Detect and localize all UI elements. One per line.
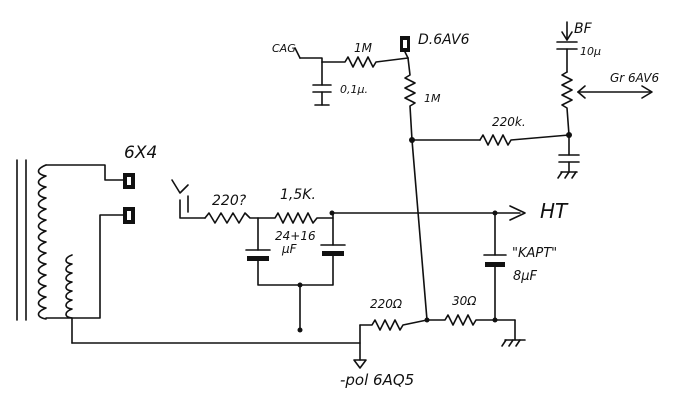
switch bbox=[171, 179, 206, 219]
volume-potentiometer bbox=[561, 71, 573, 136]
r-220k-label: 220k. bbox=[492, 115, 526, 129]
ground-symbol-bottom bbox=[501, 319, 526, 347]
resistor-plate-1m bbox=[404, 57, 416, 141]
resistor-1k5 bbox=[257, 212, 334, 224]
gr-label: Gr 6AV6 bbox=[610, 71, 660, 85]
tube-pin-d6av6: D.6AV6 bbox=[400, 32, 470, 59]
bus-mid bbox=[411, 139, 428, 321]
bottom-line bbox=[71, 324, 361, 344]
resistor-220 bbox=[204, 212, 259, 224]
cap-main-unit: µF bbox=[281, 242, 298, 256]
cap-cag-label: 0,1µ. bbox=[340, 83, 368, 96]
capacitor-kapt: "KAPT" 8µF bbox=[483, 210, 557, 321]
cag-label: CAG bbox=[272, 42, 296, 55]
r-plate-label: 1M bbox=[424, 92, 441, 105]
tube-d-label: D.6AV6 bbox=[418, 32, 470, 48]
resistor-cag-1m bbox=[321, 56, 409, 68]
cap-kapt-value: 8µF bbox=[513, 269, 538, 284]
bf-label: BF bbox=[574, 21, 593, 37]
r-cag-label: 1M bbox=[354, 41, 373, 55]
resistor-220k bbox=[479, 134, 570, 146]
r-30ohm-label: 30Ω bbox=[452, 294, 477, 308]
capacitor-pot bbox=[557, 134, 580, 179]
resistor-30ohm bbox=[426, 314, 516, 326]
pol-label: -pol 6AQ5 bbox=[340, 371, 414, 389]
rectifier-label: 6X4 bbox=[124, 143, 157, 163]
rectifier-6x4: 6X4 bbox=[123, 143, 157, 224]
r-1k5-label: 1,5K. bbox=[280, 187, 316, 203]
r-220ohm-label: 220Ω bbox=[370, 297, 403, 311]
ht-label: HT bbox=[540, 199, 569, 223]
r-220-label: 220? bbox=[212, 193, 247, 209]
cap-main-label: 24+16 bbox=[275, 229, 316, 243]
resistor-220ohm bbox=[359, 319, 428, 331]
bf-input: BF 10µ bbox=[556, 21, 601, 73]
cap-kapt-label: "KAPT" bbox=[512, 246, 557, 261]
cap-bf-label: 10µ bbox=[580, 45, 601, 58]
transformer bbox=[16, 159, 126, 344]
capacitor-cag: 0,1µ. bbox=[312, 61, 368, 106]
filter-capacitor: 24+16 µF bbox=[245, 212, 346, 333]
